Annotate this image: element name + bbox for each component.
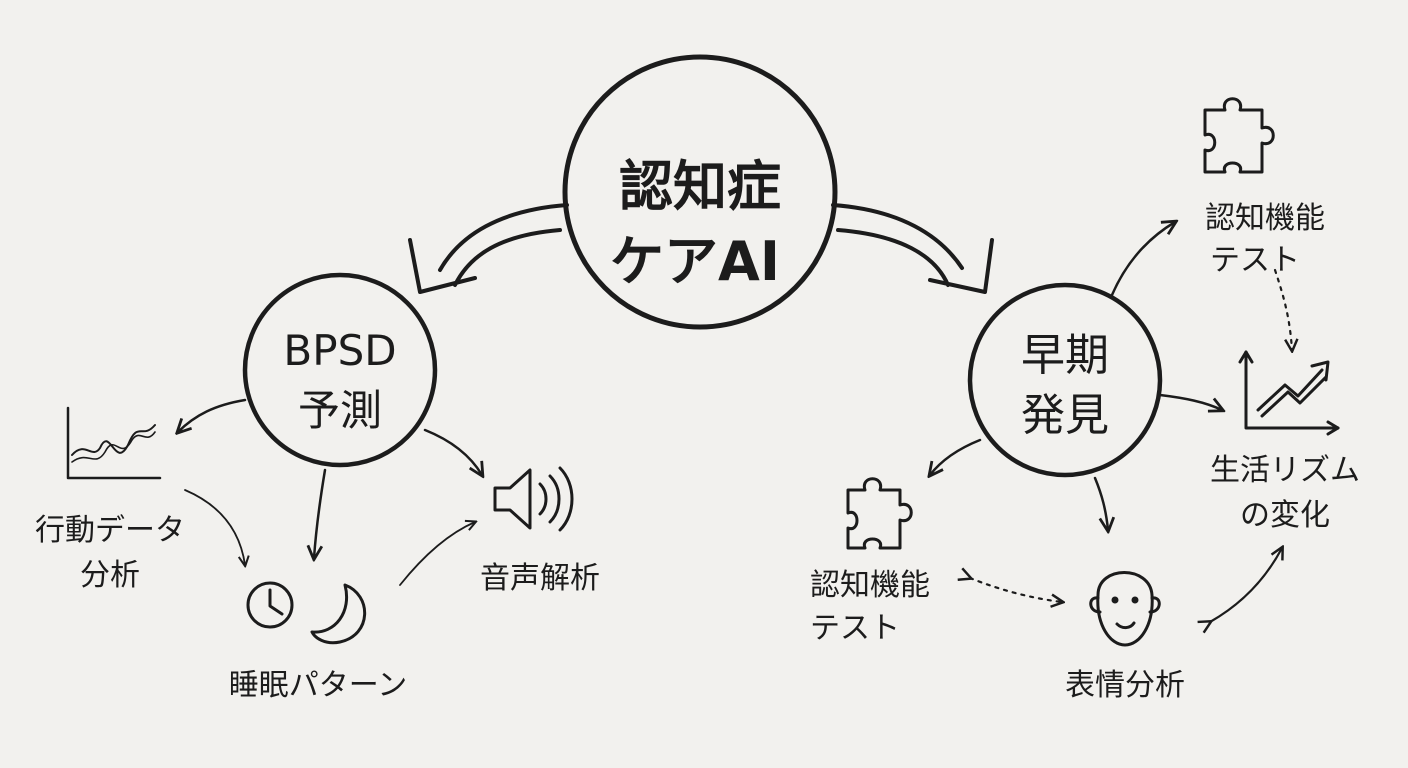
early-line2: 発見 <box>1021 390 1109 441</box>
sleep-label: 睡眠パターン <box>229 668 408 703</box>
arrow-face-rhythm <box>1210 548 1282 622</box>
center-title-line2: ケアAI <box>610 230 780 293</box>
center-node: 認知症 ケアAI <box>562 54 838 330</box>
cog-test-bottom-line1: 認知機能 <box>810 568 930 603</box>
speaker-icon <box>493 466 574 532</box>
rhythm-line2: の変化 <box>1240 498 1330 533</box>
bpsd-prediction-node: BPSD 予測 <box>242 272 438 468</box>
face-icon <box>1089 571 1161 647</box>
behavior-label-line1: 行動データ <box>35 513 185 548</box>
bpsd-line2: 予測 <box>298 386 382 435</box>
face-label: 表情分析 <box>1065 668 1185 703</box>
puzzle-icon-bottom <box>846 477 913 550</box>
cog-test-top-line2: テスト <box>1210 243 1300 278</box>
bpsd-line1: BPSD <box>283 326 396 375</box>
cog-test-bottom-line2: テスト <box>810 611 900 646</box>
voice-label: 音声解析 <box>480 561 600 596</box>
big-arrow-right <box>831 203 994 294</box>
center-title-line1: 認知症 <box>619 155 781 218</box>
behavior-label-line2: 分析 <box>80 558 140 593</box>
dotted-arrow-test-face <box>970 578 1062 602</box>
cog-test-top-line1: 認知機能 <box>1205 201 1325 236</box>
dotted-arrow-test-to-rhythm <box>1273 268 1292 350</box>
right-connectors <box>930 222 1222 530</box>
puzzle-icon-top <box>1203 97 1275 174</box>
moon-icon <box>310 583 367 645</box>
big-arrow-left <box>408 203 569 294</box>
early-line1: 早期 <box>1021 330 1109 381</box>
trend-up-chart-icon <box>1238 350 1340 436</box>
clock-icon <box>246 581 294 629</box>
early-detection-node: 早期 発見 <box>967 282 1163 478</box>
line-chart-icon <box>66 406 162 480</box>
left-connectors <box>178 398 482 586</box>
rhythm-line1: 生活リズム <box>1210 453 1360 488</box>
